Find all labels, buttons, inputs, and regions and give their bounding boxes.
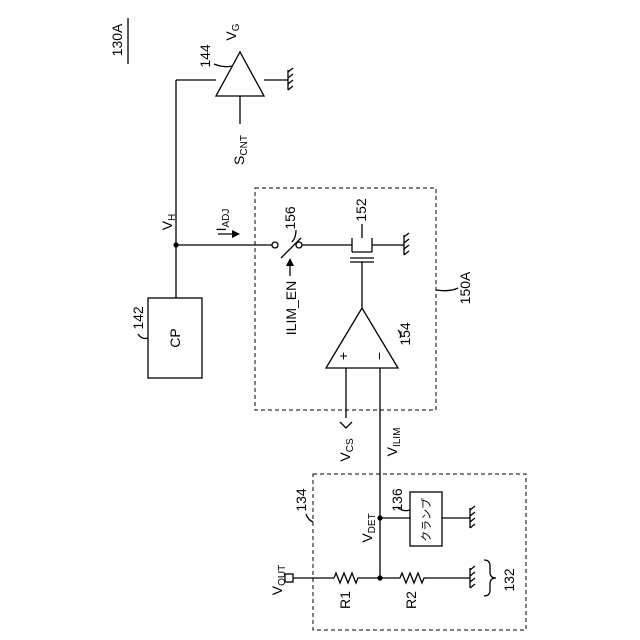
vout-divider-junction bbox=[377, 575, 382, 580]
clamp-label: クランプ bbox=[420, 498, 433, 542]
driver-ref: 144 bbox=[197, 44, 213, 68]
opamp-plus-label: + bbox=[335, 352, 351, 360]
switch-ref: 156 bbox=[282, 206, 298, 230]
cp-ref: 142 bbox=[130, 306, 146, 330]
vh-junction bbox=[173, 242, 178, 247]
opamp-ref: 154 bbox=[397, 322, 413, 346]
ilim-en-label: ILIM_EN bbox=[283, 281, 299, 335]
clamp-ref: 136 bbox=[389, 488, 405, 512]
r1-label: R1 bbox=[337, 591, 353, 609]
block-134-ref: 134 bbox=[293, 488, 309, 512]
cp-label: CP bbox=[167, 328, 183, 347]
vdet-junction bbox=[377, 515, 382, 520]
transistor-ref: 152 bbox=[353, 198, 369, 222]
ground-group-ref: 132 bbox=[501, 568, 517, 592]
figure-label: 130A bbox=[109, 23, 125, 56]
block-150a-ref: 150A bbox=[457, 271, 473, 304]
opamp-minus-label: − bbox=[371, 352, 387, 360]
r2-label: R2 bbox=[403, 591, 419, 609]
